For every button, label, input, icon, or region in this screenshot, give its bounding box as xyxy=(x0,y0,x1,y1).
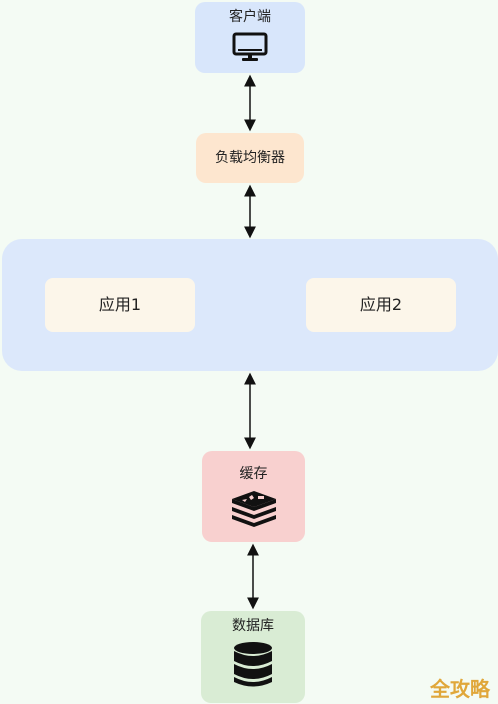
client-node: 客户端 xyxy=(195,2,305,73)
database-icon xyxy=(232,641,274,693)
app-group-container: 应用1 应用2 xyxy=(2,239,498,371)
database-label: 数据库 xyxy=(232,618,274,634)
app-node-2: 应用2 xyxy=(306,278,456,332)
app-1-label: 应用1 xyxy=(98,295,142,314)
load-balancer-label: 负载均衡器 xyxy=(215,150,285,166)
cache-label: 缓存 xyxy=(239,466,268,482)
app-2-label: 应用2 xyxy=(359,295,403,314)
cache-node: 缓存 xyxy=(202,451,305,542)
watermark-text: 全攻略 xyxy=(430,677,490,701)
database-node: 数据库 xyxy=(201,611,305,703)
monitor-icon xyxy=(232,32,268,68)
load-balancer-node: 负载均衡器 xyxy=(196,133,304,183)
app-node-1: 应用1 xyxy=(45,278,195,332)
client-label: 客户端 xyxy=(229,9,271,25)
redis-icon xyxy=(228,489,280,533)
